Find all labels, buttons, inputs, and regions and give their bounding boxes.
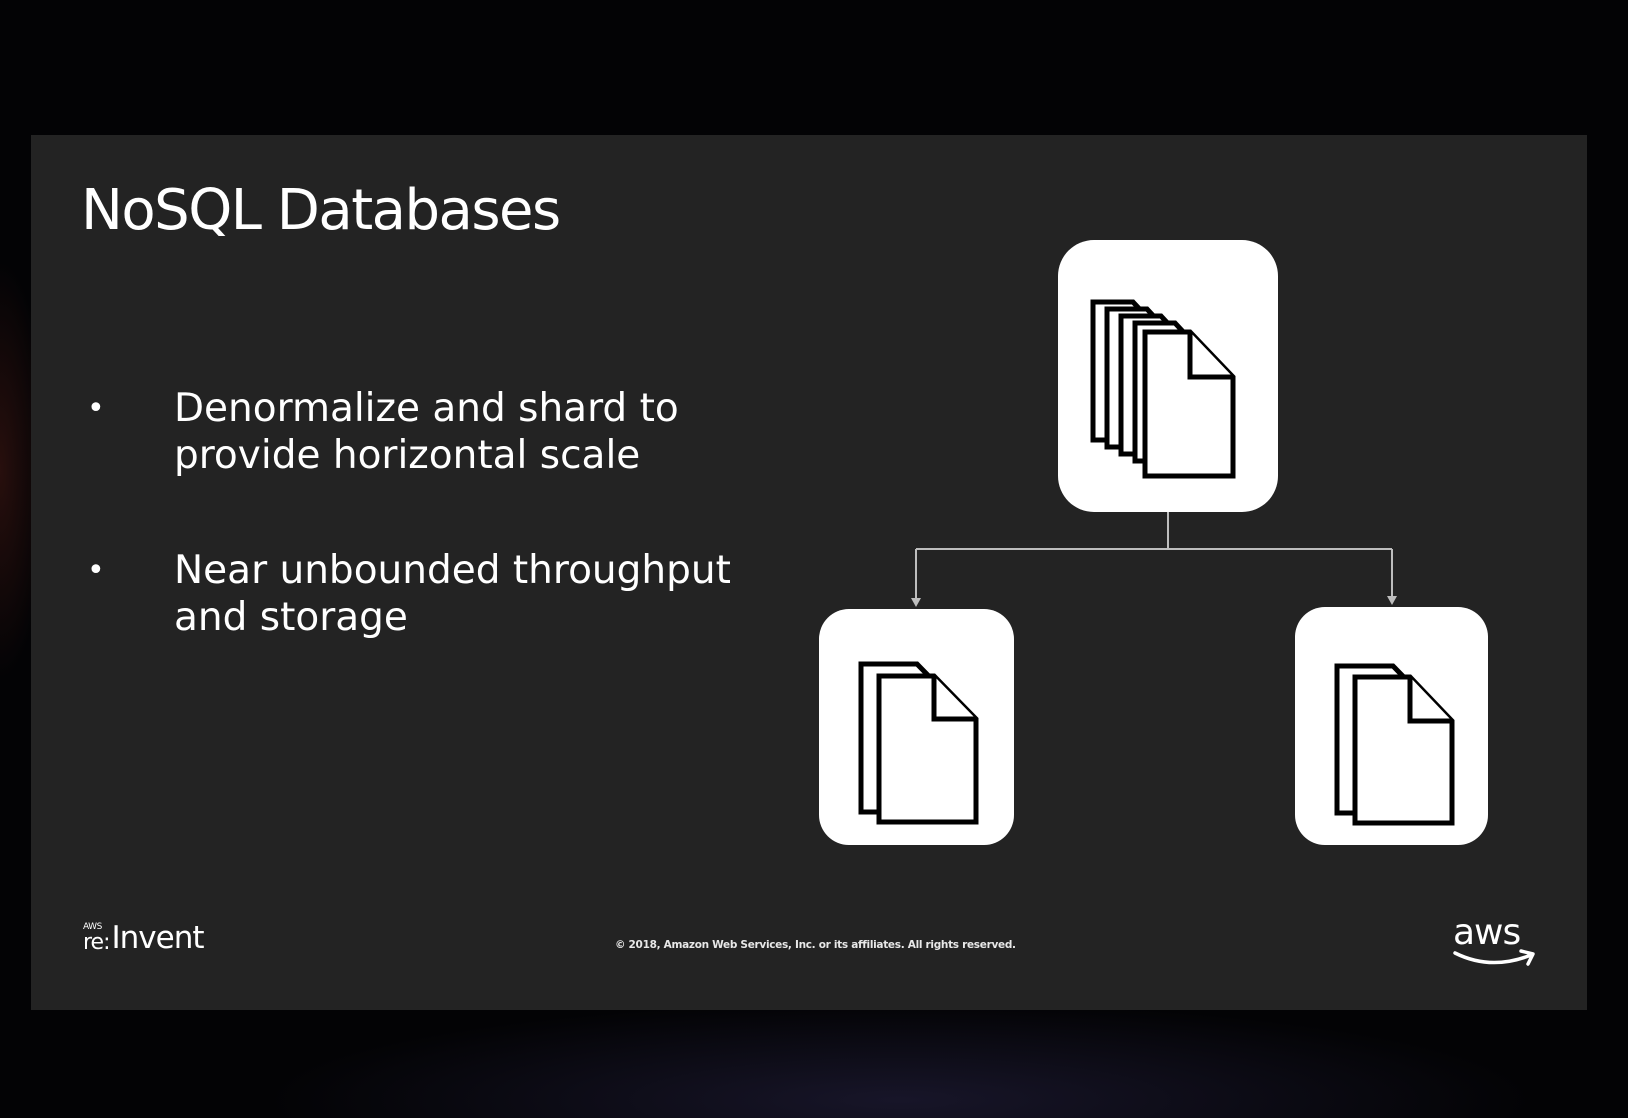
document-stack-icon: [1090, 299, 1236, 479]
reinvent-logo-invent: Invent: [111, 920, 205, 956]
bullet-item-throughput: • Near unbounded throughput and storage: [81, 547, 781, 641]
source-node: [1058, 240, 1278, 512]
bullet-dot: •: [87, 553, 105, 588]
bullet-text: Near unbounded throughput and storage: [174, 548, 731, 640]
aws-smile-icon: [1453, 949, 1535, 966]
slide: NoSQL Databases • Denormalize and shard …: [31, 135, 1587, 1010]
arrowhead-left-icon: [911, 598, 921, 607]
aws-logo-text: aws: [1453, 912, 1521, 953]
bullet-text: Denormalize and shard to provide horizon…: [174, 386, 679, 478]
document-stack-icon: [1334, 663, 1455, 826]
bullet-dot: •: [87, 391, 105, 426]
bullet-item-denormalize: • Denormalize and shard to provide horiz…: [81, 385, 781, 479]
bullet-list: • Denormalize and shard to provide horiz…: [81, 385, 781, 709]
reinvent-logo-re: re:: [83, 930, 110, 955]
connector-lines: [911, 512, 1397, 607]
sharding-diagram: [31, 135, 1587, 1010]
copyright-notice: © 2018, Amazon Web Services, Inc. or its…: [615, 939, 1016, 951]
reinvent-logo-aws: AWS: [83, 922, 102, 932]
arrowhead-right-icon: [1387, 596, 1397, 605]
shard-node-left: [819, 609, 1014, 845]
slide-title: NoSQL Databases: [81, 178, 561, 243]
reinvent-logo: AWS re: Invent: [83, 920, 205, 956]
shard-node-right: [1295, 607, 1488, 845]
document-stack-icon: [858, 661, 979, 825]
aws-logo: aws: [1451, 915, 1541, 975]
